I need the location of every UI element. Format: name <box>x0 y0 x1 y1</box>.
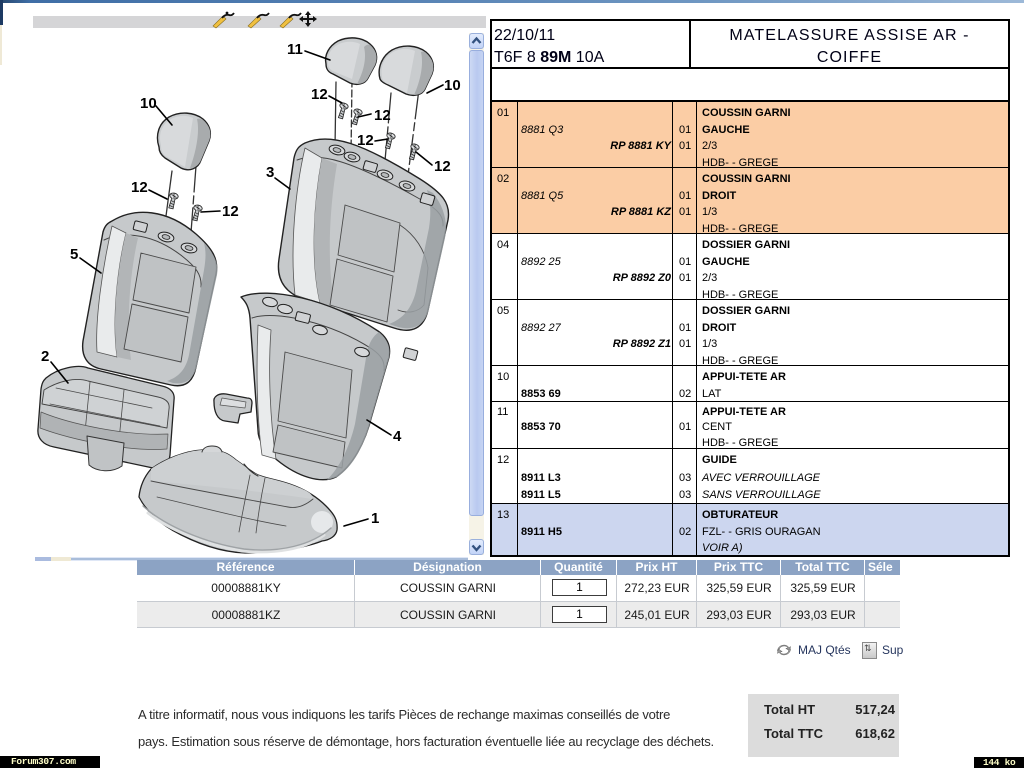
svg-text:12: 12 <box>357 132 374 149</box>
svg-text:10: 10 <box>140 95 157 112</box>
svg-text:5: 5 <box>70 246 78 263</box>
svg-text:10: 10 <box>444 77 461 94</box>
svg-text:12: 12 <box>434 158 451 175</box>
svg-text:3: 3 <box>266 164 274 181</box>
svg-text:12: 12 <box>222 203 239 220</box>
svg-text:4: 4 <box>393 428 402 445</box>
svg-text:12: 12 <box>131 179 148 196</box>
svg-text:1: 1 <box>371 510 379 527</box>
svg-text:2: 2 <box>41 348 49 365</box>
svg-text:12: 12 <box>374 107 391 124</box>
svg-text:11: 11 <box>287 41 303 58</box>
svg-text:12: 12 <box>311 86 328 103</box>
